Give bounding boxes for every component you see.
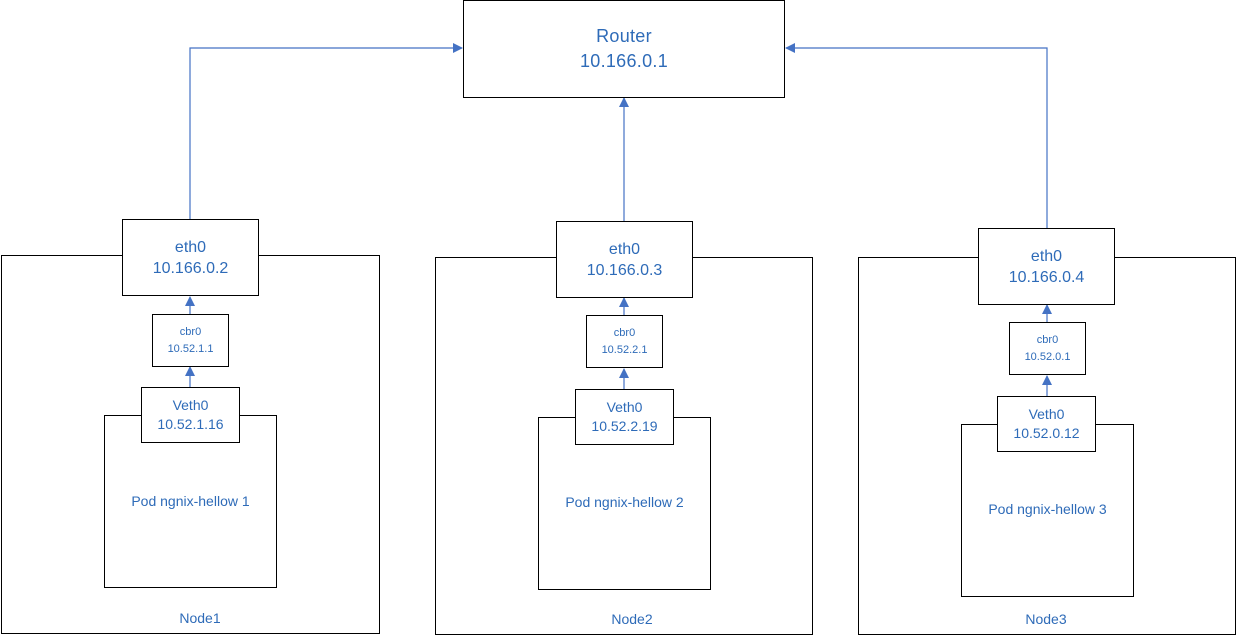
pod-3-box: [961, 424, 1134, 597]
veth0-node2-ip: 10.52.2.19: [591, 418, 658, 434]
veth0-node3-ip: 10.52.0.12: [1013, 425, 1080, 441]
cbr0-node3-box: cbr0 10.52.0.1: [1009, 322, 1086, 375]
pod-1-label: Pod ngnix-hellow 1: [131, 493, 250, 509]
cbr0-node3-ip: 10.52.0.1: [1024, 350, 1071, 363]
veth0-node2-box: Veth0 10.52.2.19: [575, 389, 674, 445]
cbr0-node1-box: cbr0 10.52.1.1: [152, 314, 229, 367]
router-ip: 10.166.0.1: [579, 51, 669, 71]
cbr0-node2-name: cbr0: [613, 326, 636, 339]
node-1-label: Node1: [179, 610, 221, 626]
eth0-node2-name: eth0: [608, 240, 641, 258]
pod-2-label: Pod ngnix-hellow 2: [565, 494, 684, 510]
cbr0-node1-name: cbr0: [179, 325, 202, 338]
pod-1-box: [104, 415, 277, 588]
veth0-node2-name: Veth0: [606, 399, 643, 415]
pod-2-box: [538, 417, 711, 590]
eth0-node1-ip: 10.166.0.2: [152, 259, 229, 277]
eth0-node3-ip: 10.166.0.4: [1008, 268, 1085, 286]
veth0-node3-box: Veth0 10.52.0.12: [997, 396, 1096, 452]
eth0-node2-ip: 10.166.0.3: [586, 261, 663, 279]
eth0-node1-box: eth0 10.166.0.2: [122, 219, 259, 296]
node-3-label: Node3: [1025, 611, 1067, 627]
cbr0-node1-ip: 10.52.1.1: [167, 342, 214, 355]
veth0-node1-box: Veth0 10.52.1.16: [141, 387, 240, 443]
arrow-eth0-node1-to-router: [189, 43, 463, 219]
veth0-node1-ip: 10.52.1.16: [157, 416, 224, 432]
eth0-node3-name: eth0: [1030, 247, 1063, 265]
eth0-node1-name: eth0: [174, 238, 207, 256]
eth0-node3-box: eth0 10.166.0.4: [978, 228, 1115, 305]
cbr0-node3-name: cbr0: [1036, 333, 1059, 346]
router-box: Router 10.166.0.1: [463, 0, 785, 98]
veth0-node3-name: Veth0: [1028, 406, 1065, 422]
veth0-node1-name: Veth0: [172, 397, 209, 413]
cbr0-node2-ip: 10.52.2.1: [601, 343, 648, 356]
pod-3-label: Pod ngnix-hellow 3: [988, 501, 1107, 517]
arrow-eth0-node3-to-router: [785, 43, 1048, 228]
router-name: Router: [596, 26, 652, 46]
node-2-label: Node2: [611, 611, 653, 627]
cbr0-node2-box: cbr0 10.52.2.1: [586, 315, 663, 368]
eth0-node2-box: eth0 10.166.0.3: [556, 221, 693, 298]
